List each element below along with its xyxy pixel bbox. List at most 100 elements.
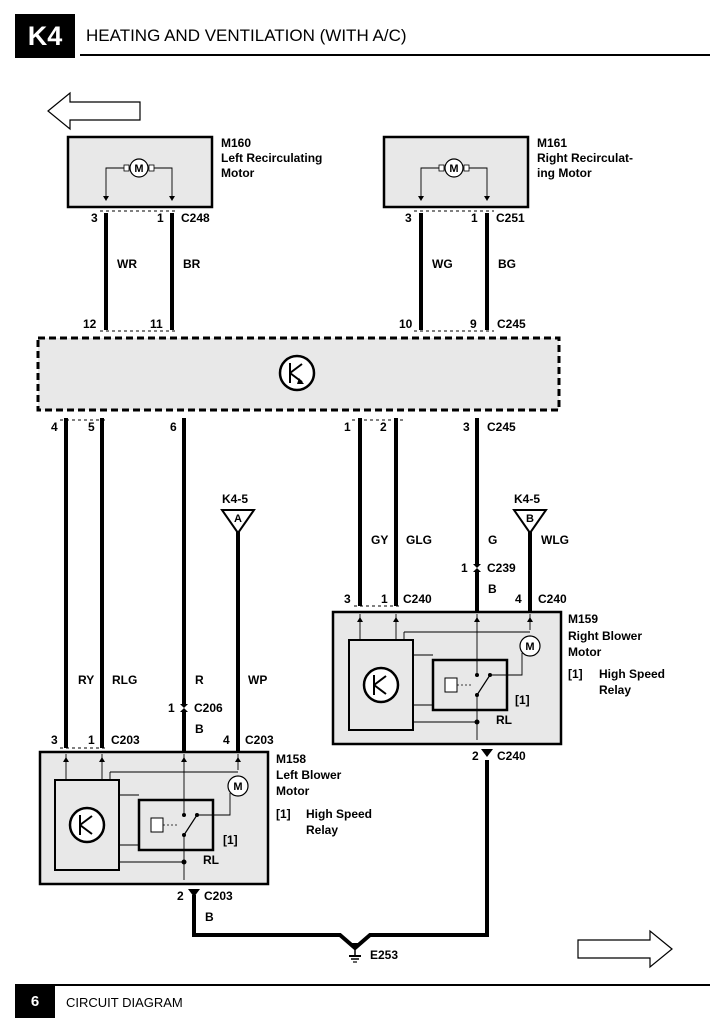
ref-a-page: K4-5 [222,492,248,506]
c240-pin-c-name: C240 [538,592,567,606]
ground-icon [349,943,361,963]
m159-line2: Motor [568,645,602,659]
c206-name: C206 [194,701,223,715]
wire-ry: RY [78,673,94,687]
c203-out-pin: 2 [177,889,184,903]
m158-line1: Left Blower [276,768,342,782]
m159-relay-wire: RL [496,713,512,727]
m161-line1: Right Recirculat- [537,151,633,165]
m159-line1: Right Blower [568,629,642,643]
previous-page-arrow-icon[interactable] [47,91,141,131]
c206-pin: 1 [168,701,175,715]
next-page-arrow-icon[interactable] [577,929,673,969]
left-blower-motor-box: M [38,750,270,886]
c245-pin-12: 12 [83,317,97,331]
footer-rule [15,984,710,986]
c245-pin-3: 3 [463,420,470,434]
ref-b-letter: B [526,513,534,525]
c240-pin-a: 3 [344,592,351,606]
wire-wp: WP [248,673,267,687]
m158-sub-line2: Relay [306,823,338,837]
c251-pin-b: 1 [471,211,478,225]
c240-out-pin: 2 [472,749,479,763]
wire-br: BR [183,257,201,271]
c203-out-name: C203 [204,889,233,903]
motor-symbol: M [134,163,143,175]
page-title: HEATING AND VENTILATION (WITH A/C) [86,26,407,45]
m160-line2: Motor [221,166,255,180]
c239-pin: 1 [461,561,468,575]
c248-pin-b: 1 [157,211,164,225]
c248-pin-a: 3 [91,211,98,225]
c240-name: C240 [403,592,432,606]
c245-pin-2: 2 [380,420,387,434]
wire-wlg: WLG [541,533,569,547]
m159-sub-line1: High Speed [599,667,665,681]
recirc-wires [104,213,489,330]
c251-name: C251 [496,211,525,225]
wire-b-c206: B [195,722,204,736]
motor-symbol: M [233,781,242,793]
c248-name: C248 [181,211,210,225]
right-blower-motor-box: M [331,610,563,746]
motor-symbol: M [525,641,534,653]
c240-pin-c: 4 [515,592,522,606]
ref-a-letter: A [234,513,242,525]
left-blower-wires [64,418,240,752]
c240-out-name: C240 [497,749,526,763]
c239-name: C239 [487,561,516,575]
c245-pin-11: 11 [150,317,163,331]
c245-pin-10: 10 [399,317,413,331]
footer-title: CIRCUIT DIAGRAM [66,995,183,1010]
c203-pin-c-name: C203 [245,733,274,747]
c245-top-name: C245 [497,317,526,331]
m159-sub-index: [1] [568,667,583,681]
m160-line1: Left Recirculating [221,151,322,165]
wire-b-ground: B [205,910,214,924]
wire-wg: WG [432,257,453,271]
wire-r: R [195,673,204,687]
c245-pin-1: 1 [344,420,351,434]
m159-sub-line2: Relay [599,683,631,697]
m158-id: M158 [276,752,306,766]
m158-sub-index: [1] [276,807,291,821]
m159-id: M159 [568,612,598,626]
m159-relay-ref: [1] [515,693,530,707]
right-blower-wires [358,418,532,612]
m161-id: M161 [537,136,567,150]
m161-line2: ing Motor [537,166,592,180]
ref-a-triangle [220,509,256,535]
right-recirculating-motor-box: M [382,135,530,209]
c245-pin-4: 4 [51,420,58,434]
c245-pin-5: 5 [88,420,95,434]
motor-symbol: M [449,163,458,175]
header-rule [80,54,710,56]
c245-bottom-name: C245 [487,420,516,434]
wire-wr: WR [117,257,137,271]
wire-b-c239: B [488,582,497,596]
control-module-box [36,336,561,412]
wire-gy: GY [371,533,388,547]
wire-bg: BG [498,257,516,271]
c245-pin-6: 6 [170,420,177,434]
c240-pin-b: 1 [381,592,388,606]
c203-pin-a: 3 [51,733,58,747]
m158-sub-line1: High Speed [306,807,372,821]
m158-line2: Motor [276,784,310,798]
wire-g: G [488,533,497,547]
wire-rlg: RLG [112,673,137,687]
c203-pin-c: 4 [223,733,230,747]
ref-b-page: K4-5 [514,492,540,506]
c245-pin-9: 9 [470,317,477,331]
c203-name: C203 [111,733,140,747]
m158-relay-ref: [1] [223,833,238,847]
ref-b-triangle [512,509,548,535]
page-number-badge: 6 [15,986,55,1018]
m160-id: M160 [221,136,251,150]
left-recirculating-motor-box: M [66,135,214,209]
wire-glg: GLG [406,533,432,547]
page-code-badge: K4 [15,14,75,58]
c251-pin-a: 3 [405,211,412,225]
m158-relay-wire: RL [203,853,219,867]
